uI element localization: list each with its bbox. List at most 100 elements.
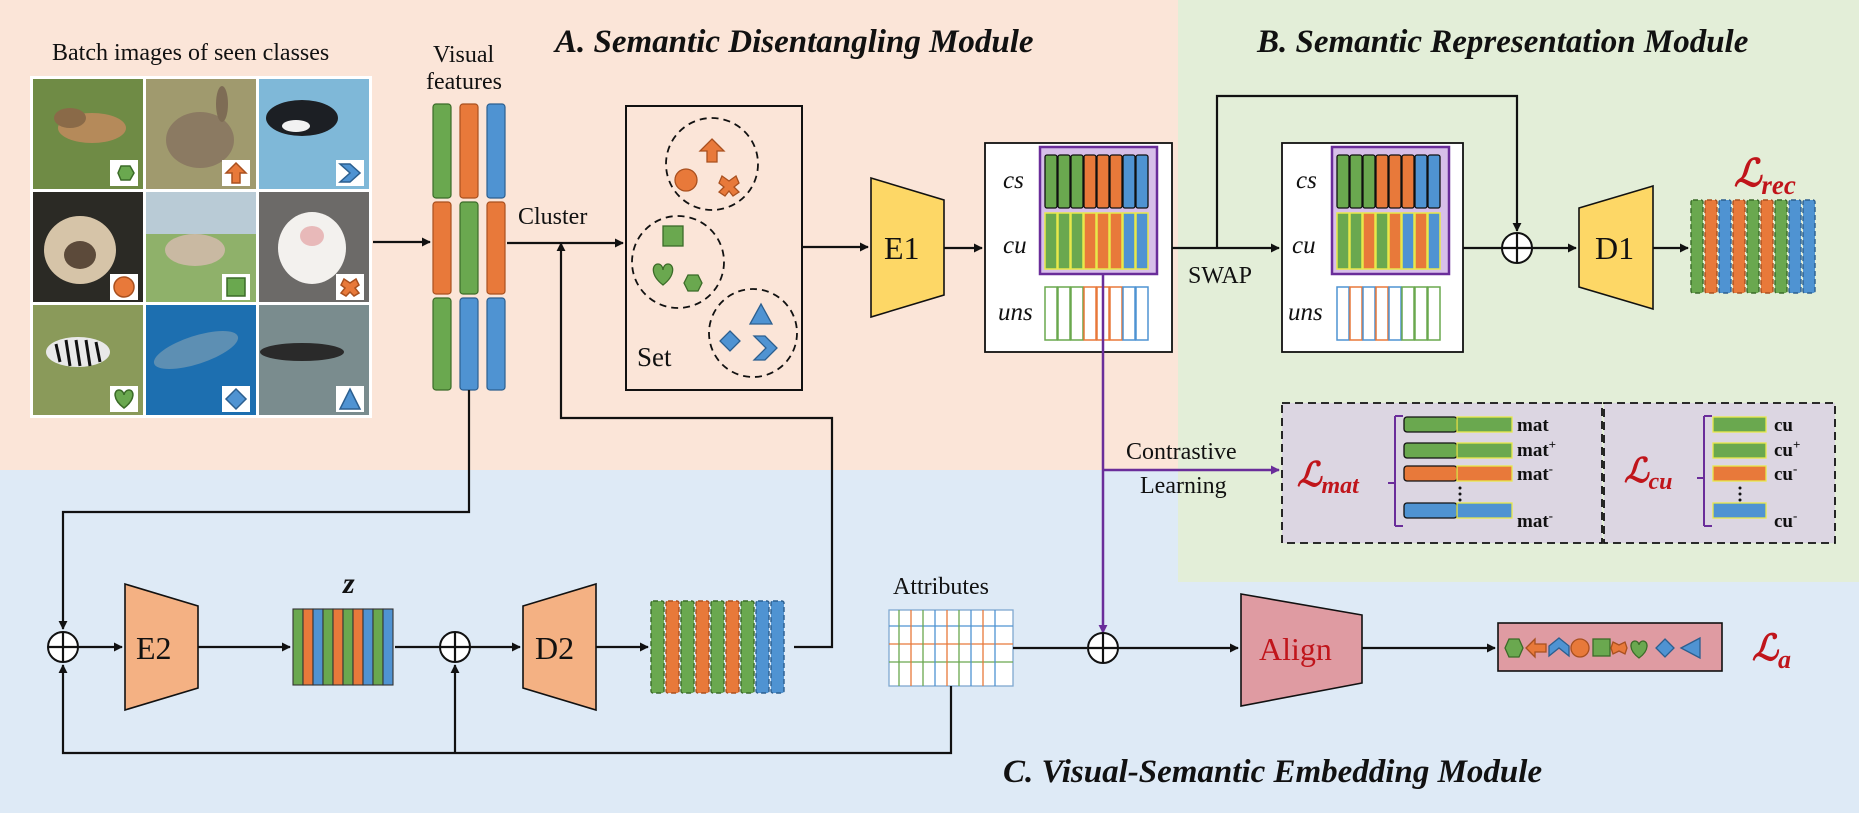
triangle-left-icon (1679, 636, 1701, 660)
heart-icon (114, 389, 134, 409)
reconstructed-features-d1 (1690, 199, 1816, 294)
cs-bars (1044, 154, 1149, 209)
heart-icon (1630, 640, 1648, 659)
mat-row-2: mat+ (1517, 437, 1556, 461)
circle-icon (1570, 638, 1590, 658)
image-grid (30, 76, 372, 418)
diamond-icon (224, 387, 248, 411)
d2-label: D2 (535, 630, 574, 666)
triangle-icon (748, 302, 774, 325)
uns-label-swapped: uns (1288, 299, 1323, 326)
cu-bars (1044, 212, 1149, 270)
uns-label: uns (998, 299, 1033, 326)
mat-row-3: mat- (1517, 461, 1553, 485)
image-zebras (33, 305, 143, 415)
image-whale (259, 305, 369, 415)
contrastive-label-1: Contrastive (1126, 439, 1237, 465)
mat-row-1: mat (1517, 415, 1549, 436)
image-rat (259, 192, 369, 302)
attributes-grid (888, 609, 1014, 687)
circle-icon (113, 276, 135, 298)
circle-icon (674, 168, 698, 192)
module-c-title: C. Visual-Semantic Embedding Module (1003, 754, 1542, 790)
z-label: z (342, 567, 355, 600)
cu-label-swapped: cu (1292, 232, 1316, 259)
loss-rec: ℒrec (1734, 153, 1796, 200)
heart-icon (652, 263, 674, 286)
image-dolphin (146, 305, 256, 415)
oplus-3 (439, 631, 471, 663)
square-icon (1592, 638, 1611, 657)
cross-icon (717, 175, 741, 197)
d2-decoder: D2 (522, 582, 597, 712)
cluster-label: Cluster (518, 204, 587, 230)
chevron-right-icon (752, 335, 778, 361)
triangle-icon (338, 387, 362, 410)
uns-bars (1044, 286, 1149, 341)
oplus-1 (1501, 232, 1533, 264)
hexagon-icon (1504, 638, 1524, 658)
diamond-icon (719, 330, 741, 352)
hexagon-icon (117, 165, 135, 181)
contrastive-label-2: Learning (1140, 473, 1227, 499)
cross-icon (339, 277, 361, 297)
image-orca (259, 79, 369, 189)
mat-row-4: mat- (1517, 508, 1553, 532)
cross-icon (1610, 641, 1628, 655)
image-horses (33, 79, 143, 189)
d1-decoder: D1 (1578, 184, 1654, 311)
cs-label: cs (1003, 167, 1024, 194)
module-a-title: A. Semantic Disentangling Module (553, 24, 1034, 60)
align-label: Align (1259, 631, 1332, 667)
e1-output-box: cs cu uns (984, 142, 1173, 353)
visual-features-label-1: Visual (433, 42, 495, 68)
arrow-up-icon (698, 138, 726, 163)
visual-features (432, 103, 506, 391)
chevron-up-icon (1548, 637, 1570, 658)
oplus-4 (1087, 632, 1119, 664)
z-latent (292, 608, 394, 686)
set-label: Set (637, 342, 672, 372)
loss-mat-panel: ℒmat mat mat+ mat- mat- (1281, 402, 1603, 544)
image-cat (33, 192, 143, 302)
d1-label: D1 (1595, 230, 1634, 266)
loss-mat: ℒmat (1297, 457, 1360, 499)
e1-label: E1 (884, 230, 920, 266)
swapped-box: cs cu uns (1281, 142, 1464, 353)
oplus-2 (47, 631, 79, 663)
cu-row-3: cu- (1774, 461, 1797, 485)
cs-bars-swapped (1336, 154, 1441, 209)
loss-cu-panel: ℒcu cu cu+ cu- cu- (1603, 402, 1836, 544)
diamond-icon (1655, 638, 1675, 658)
square-icon (662, 225, 684, 247)
image-rabbit (146, 79, 256, 189)
arrow-up-icon (224, 161, 248, 184)
class-prediction-strip (1497, 622, 1723, 672)
swap-label: SWAP (1188, 263, 1252, 289)
module-b-title: B. Semantic Representation Module (1256, 24, 1748, 60)
visual-features-label-2: features (426, 69, 502, 95)
attributes-label: Attributes (893, 574, 989, 600)
cu-row-4: cu- (1774, 508, 1797, 532)
square-icon (226, 277, 246, 297)
loss-a: ℒa (1752, 628, 1791, 674)
e2-label: E2 (136, 630, 172, 666)
cu-row-2: cu+ (1774, 437, 1800, 461)
chevron-right-icon (338, 163, 362, 183)
e2-encoder: E2 (124, 582, 199, 712)
arrow-left-icon (1525, 637, 1547, 659)
cu-row-1: cu (1774, 415, 1793, 436)
loss-cu: ℒcu (1624, 453, 1673, 495)
reconstructed-features-d2 (650, 600, 785, 694)
cu-label: cu (1003, 232, 1027, 259)
hexagon-icon (683, 274, 703, 292)
image-cow (146, 192, 256, 302)
cluster-set-box: Set (625, 105, 803, 391)
cu-bars-swapped (1336, 212, 1441, 270)
batch-images-label: Batch images of seen classes (52, 40, 329, 66)
cs-label-swapped: cs (1296, 167, 1317, 194)
uns-bars-swapped (1336, 286, 1441, 341)
e1-encoder: E1 (870, 176, 945, 319)
align-module: Align (1240, 593, 1363, 707)
